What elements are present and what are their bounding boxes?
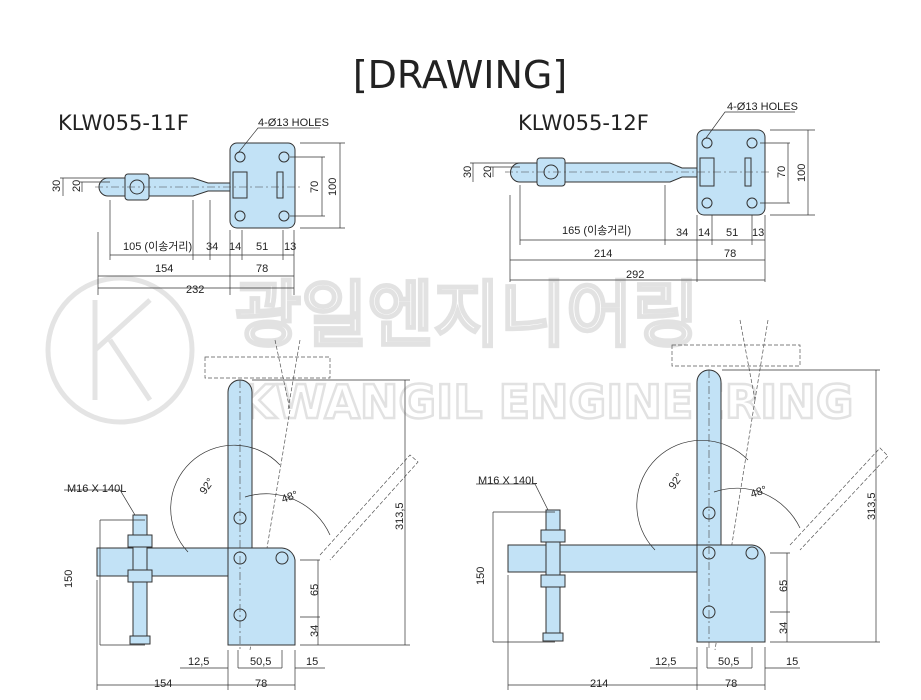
angle-48: 48°: [280, 489, 300, 506]
angle-92: 92°: [667, 471, 686, 492]
right-side-view: M16 X 140L 92° 48° 313,5 150 65 34 12,5 …: [475, 319, 889, 690]
dim-70: 70: [309, 181, 321, 193]
left-model-label: KLW055-11F: [58, 111, 189, 135]
bolt-spec: M16 X 140L: [478, 475, 537, 487]
dim-65: 65: [309, 584, 321, 596]
dim-78: 78: [724, 248, 736, 260]
dim-15: 15: [786, 656, 798, 668]
dim-stroke: 105 (이송거리): [123, 240, 192, 253]
watermark-korean: 광일엔지니어링: [235, 273, 699, 357]
dim-51: 51: [726, 227, 738, 239]
dim-150: 150: [63, 570, 75, 588]
dim-65: 65: [778, 580, 790, 592]
dim-12-5: 12,5: [655, 656, 676, 668]
dim-34: 34: [676, 227, 688, 239]
dim-30: 30: [51, 180, 63, 192]
clamp-arm: [96, 547, 229, 577]
dim-51: 51: [256, 241, 268, 253]
angle-48: 48°: [749, 484, 769, 501]
watermark-english: KWANGIL ENGINEERING: [240, 375, 854, 429]
dim-13: 13: [284, 241, 296, 253]
dim-20: 20: [482, 166, 494, 178]
right-top-view: 4-Ø13 HOLES 30 20 165 (이송거리) 34 14 51 13…: [462, 101, 815, 282]
dim-100: 100: [327, 178, 339, 196]
right-model-label: KLW055-12F: [518, 111, 649, 135]
dim-14: 14: [229, 241, 241, 253]
dim-150: 150: [475, 567, 487, 585]
dim-34: 34: [206, 241, 218, 253]
dim-100: 100: [796, 164, 808, 182]
dim-78: 78: [256, 263, 268, 275]
dim-34: 34: [309, 625, 321, 637]
dim-50-5: 50,5: [250, 656, 271, 668]
clamp-body: [227, 547, 296, 646]
holes-label: 4-Ø13 HOLES: [258, 117, 329, 129]
page-title: [DRAWING]: [353, 53, 567, 97]
left-top-view: 4-Ø13 HOLES 30 20 105 (이송거리) 34 14 51 13…: [51, 117, 345, 296]
holes-label: 4-Ø13 HOLES: [727, 101, 798, 113]
left-drawing: KLW055-11F 4-Ø13 HOLES 30 20 105 (이송거리) …: [51, 111, 419, 690]
clamp-body: [696, 544, 766, 643]
dim-stroke: 165 (이송거리): [562, 224, 631, 237]
dim-50-5: 50,5: [718, 656, 739, 668]
dim-34: 34: [778, 622, 790, 634]
dim-15: 15: [306, 656, 318, 668]
right-drawing: KLW055-12F 4-Ø13 HOLES 30 20 165 (이송거리) …: [462, 101, 889, 690]
spindle-bolt: [545, 509, 561, 638]
clamp-arm: [507, 544, 698, 573]
dim-292: 292: [626, 269, 644, 281]
dim-154: 154: [154, 678, 172, 690]
dim-70: 70: [776, 166, 788, 178]
angle-92: 92°: [198, 476, 217, 497]
dim-20: 20: [71, 180, 83, 192]
dim-30: 30: [462, 166, 474, 178]
dim-154: 154: [155, 263, 173, 275]
bolt-spec: M16 X 140L: [67, 483, 126, 495]
dim-313-5: 313,5: [394, 502, 406, 530]
dim-214: 214: [590, 678, 608, 690]
dim-78: 78: [255, 678, 267, 690]
dim-13: 13: [752, 227, 764, 239]
dim-14: 14: [698, 227, 710, 239]
dim-12-5: 12,5: [188, 656, 209, 668]
left-side-view: M16 X 140L 92° 48° 313,5 150 65 34 12,5 …: [63, 339, 419, 690]
dim-78: 78: [725, 678, 737, 690]
watermark-logo: 광일엔지니어링 KWANGIL ENGINEERING: [45, 272, 855, 430]
dim-313-5: 313,5: [866, 492, 878, 520]
dim-232: 232: [186, 284, 204, 296]
dim-214: 214: [594, 248, 612, 260]
